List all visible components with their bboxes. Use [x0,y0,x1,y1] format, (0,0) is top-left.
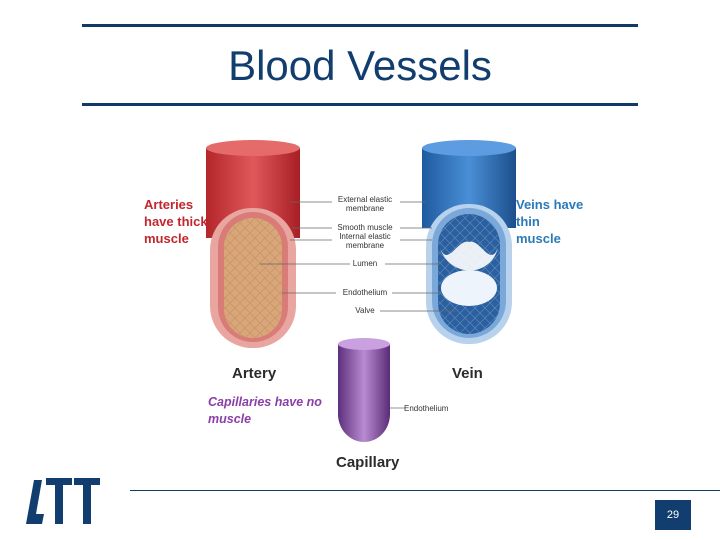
capillary-endothelium-label: Endothelium [404,404,449,413]
title-rule-bottom [82,103,638,106]
itt-logo-icon [26,478,100,524]
endothelium-label: Endothelium [342,288,388,297]
smooth-muscle-label: Smooth muscle [337,223,393,232]
artery-name: Artery [232,365,277,382]
artery-muscle-note: Arteries have thick muscle [144,197,208,246]
capillary-muscle-note: Capillaries have no muscle [208,395,322,426]
valve-label: Valve [355,306,375,315]
page-number: 29 [655,500,691,530]
vein-illustration [422,140,516,344]
lumen-label: Lumen [352,259,378,268]
footer-rule [130,490,720,491]
capillary-name: Capillary [336,454,400,471]
leader-lines [260,201,456,409]
artery-illustration [206,140,300,348]
internal-elastic-label: Internal elastic membrane [339,232,391,250]
vessel-illustration [206,140,516,442]
slide-title: Blood Vessels [228,42,492,89]
vein-name: Vein [452,365,483,382]
vein-muscle-note: Veins have thin muscle [516,197,584,246]
itt-logo [24,476,104,526]
title-rule-top [82,24,638,27]
external-elastic-label: External elastic membrane [337,195,393,213]
blood-vessel-diagram: Arteries have thick muscle Veins have th… [140,138,583,478]
capillary-illustration [338,338,390,442]
